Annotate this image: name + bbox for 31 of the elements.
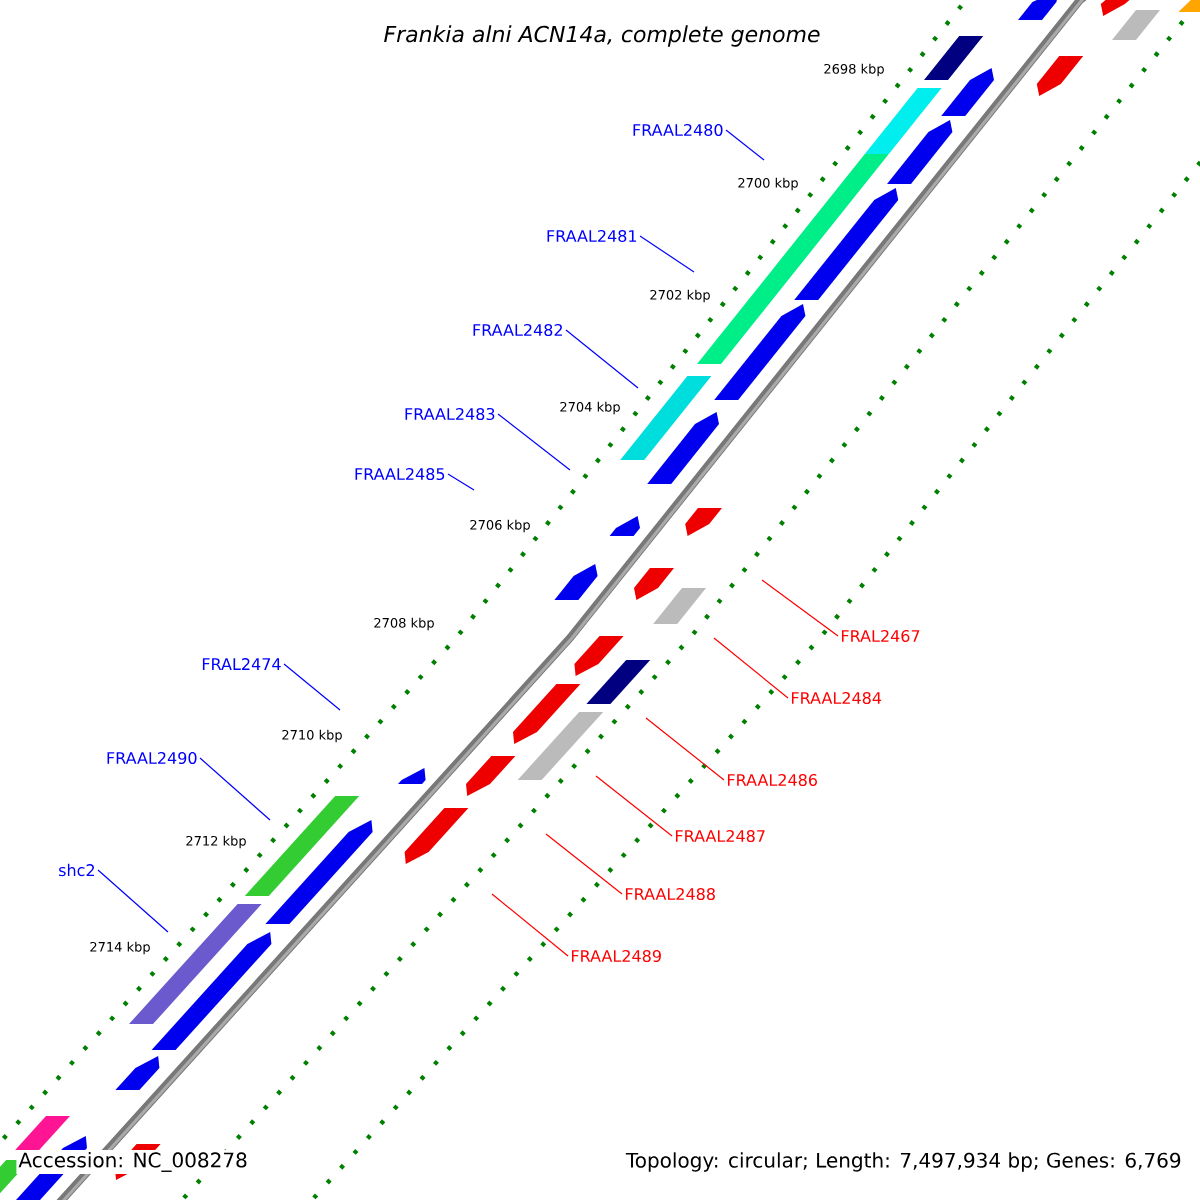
gene-label: FRAAL2480: [633, 123, 723, 137]
gene-label: FRAAL2490: [107, 751, 197, 765]
leader-line: [639, 235, 695, 273]
accession-text: Accession: NC_008278: [16, 1150, 250, 1174]
title: Frankia alni ACN14a, complete genome: [384, 25, 820, 47]
gene-label: FRAAL2481: [547, 229, 637, 243]
gene-label: FRAAL2487: [676, 829, 765, 843]
gene-label: FRAAL2483: [405, 407, 495, 421]
gene-label: FRAL2467: [842, 629, 920, 643]
leader-line: [447, 473, 475, 491]
leader-line: [713, 637, 789, 699]
gene-label: shc2: [59, 863, 94, 877]
gene-label: FRAL2474: [202, 658, 281, 670]
gene-label: FRAAL2485: [355, 467, 445, 481]
leader-line: [595, 775, 673, 837]
leader-line: [497, 413, 571, 471]
leader-line: [491, 893, 569, 957]
leader-line: [199, 757, 271, 821]
gene-label: FRAAL2484: [792, 691, 882, 705]
leader-line: [283, 663, 341, 711]
summary-text: Topology: circular; Length: 7,497,934 bp; Genes: 6,769: [623, 1150, 1184, 1174]
gene-label: FRAAL2489: [571, 949, 661, 963]
leader-line: [761, 579, 839, 637]
leader-line: [645, 717, 725, 781]
gene-label: FRAAL2482: [473, 323, 562, 337]
gene-label: FRAAL2486: [728, 773, 817, 787]
leader-line: [97, 869, 169, 933]
leader-line: [725, 129, 765, 161]
leader-line: [565, 329, 639, 389]
leader-line: [545, 833, 623, 895]
gene-label: FRAAL2488: [626, 887, 715, 901]
